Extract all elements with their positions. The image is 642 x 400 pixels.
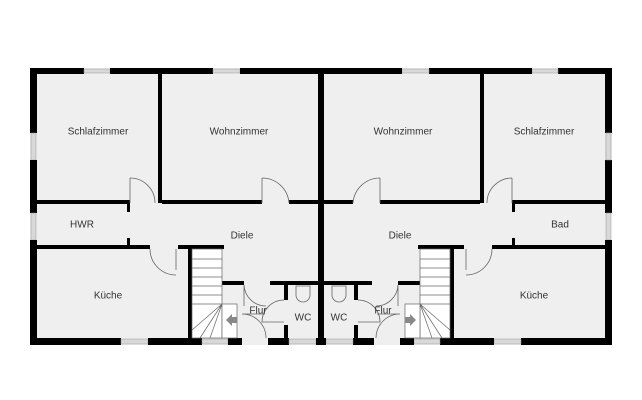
room-label-wc-left: WC (295, 313, 312, 324)
room-label-diele-right: Diele (389, 231, 412, 242)
room-label-flur-left: Flur (249, 306, 267, 317)
room-label-diele-left: Diele (231, 231, 254, 242)
room-label-wc-right: WC (331, 313, 348, 324)
room-label-kueche-left: Küche (94, 291, 123, 302)
room-label-wohnzimmer-left: Wohnzimmer (210, 127, 269, 138)
room-label-bad: Bad (551, 220, 569, 231)
window (605, 132, 612, 161)
room-label-schlafzimmer-left: Schlafzimmer (68, 127, 129, 138)
room-label-hwr: HWR (70, 220, 94, 231)
room-label-schlafzimmer-right: Schlafzimmer (514, 127, 575, 138)
room-label-wohnzimmer-right: Wohnzimmer (374, 127, 433, 138)
room-label-kueche-right: Küche (520, 291, 549, 302)
room-label-flur-right: Flur (374, 306, 392, 317)
